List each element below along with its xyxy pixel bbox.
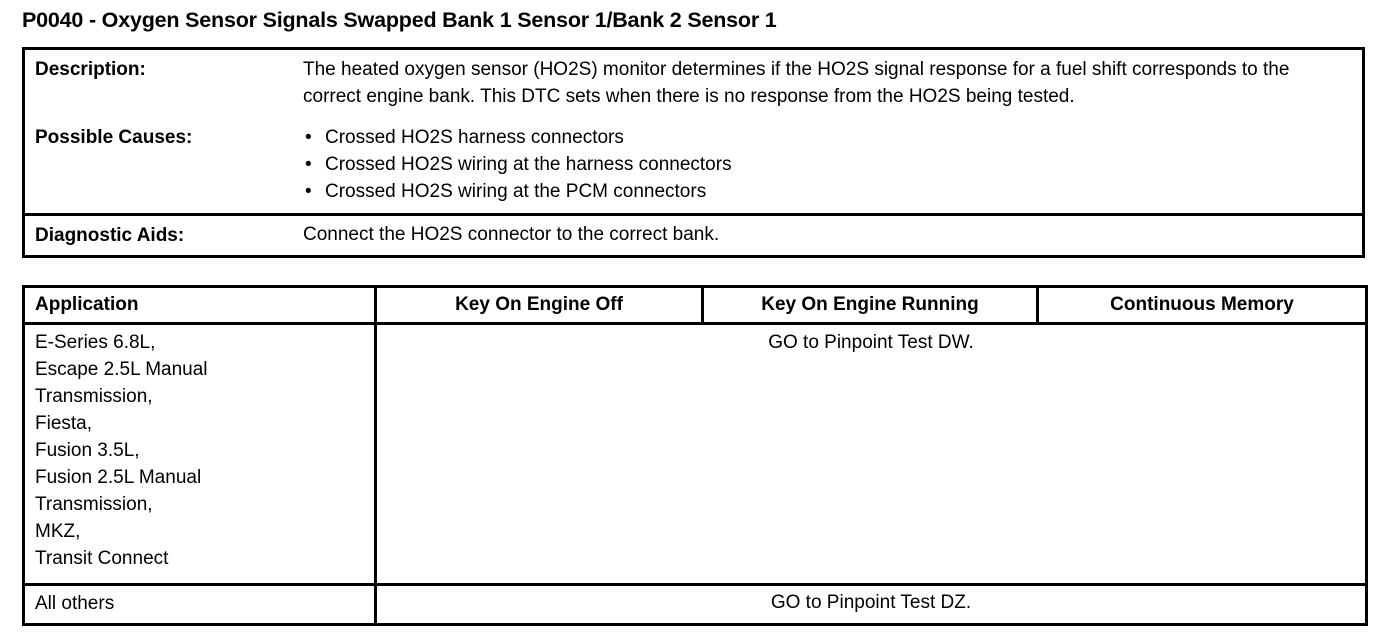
description-label: Description: [35,59,146,80]
list-item-label: Crossed HO2S wiring at the harness conne… [325,154,732,175]
column-header-key-on-engine-off: Key On Engine Off [374,285,704,325]
list-item: • Crossed HO2S wiring at the harness con… [303,151,1348,178]
possible-causes-label: Possible Causes: [35,127,193,148]
description-row: Description: The heated oxygen sensor (H… [25,50,1362,118]
dtc-info-box: Description: The heated oxygen sensor (H… [22,47,1365,258]
cell-result-pinpoint-test: GO to Pinpoint Test DW. [374,322,1368,586]
possible-causes-content: • Crossed HO2S harness connectors • Cros… [303,118,1362,213]
description-text: The heated oxygen sensor (HO2S) monitor … [303,59,1290,107]
table-row: E-Series 6.8L, Escape 2.5L Manual Transm… [22,322,1368,586]
list-item: • Crossed HO2S wiring at the PCM connect… [303,178,1348,205]
description-content: The heated oxygen sensor (HO2S) monitor … [303,50,1362,118]
cell-application-list: E-Series 6.8L, Escape 2.5L Manual Transm… [22,322,377,586]
diagnostic-aids-text: Connect the HO2S connector to the correc… [303,224,720,245]
page-title: P0040 - Oxygen Sensor Signals Swapped Ba… [22,8,777,32]
list-item: • Crossed HO2S harness connectors [303,124,1348,151]
list-item-label: Crossed HO2S wiring at the PCM connector… [325,181,707,202]
column-header-key-on-engine-running: Key On Engine Running [701,285,1039,325]
diagnostic-aids-row: Diagnostic Aids: Connect the HO2S connec… [25,213,1362,255]
bullet-icon: • [305,154,312,175]
cell-result-pinpoint-test: GO to Pinpoint Test DZ. [374,583,1368,626]
diagnostic-aids-label: Diagnostic Aids: [35,225,185,246]
possible-causes-list: • Crossed HO2S harness connectors • Cros… [303,124,1348,205]
column-header-continuous-memory: Continuous Memory [1036,285,1368,325]
table-row: All others GO to Pinpoint Test DZ. [22,583,1368,626]
table-header-row: Application Key On Engine Off Key On Eng… [22,285,1368,325]
bullet-icon: • [305,181,312,202]
cell-application-all-others: All others [22,583,377,626]
possible-causes-row: Possible Causes: • Crossed HO2S harness … [25,118,1362,213]
diagnostic-aids-content: Connect the HO2S connector to the correc… [303,216,1362,253]
list-item-label: Crossed HO2S harness connectors [325,127,624,148]
column-header-application: Application [22,285,377,325]
application-results-table: Application Key On Engine Off Key On Eng… [22,285,1368,626]
bullet-icon: • [305,127,312,148]
